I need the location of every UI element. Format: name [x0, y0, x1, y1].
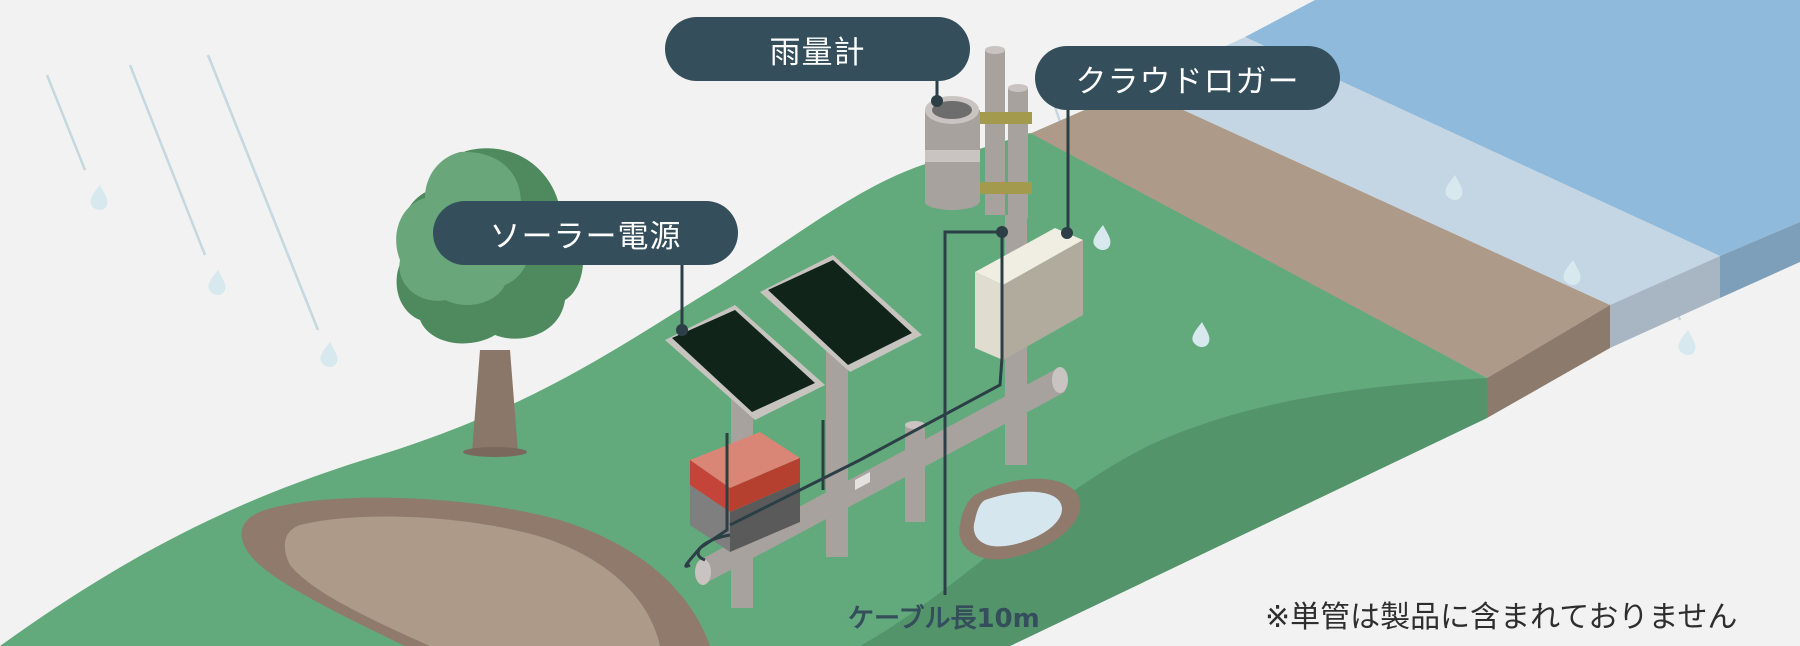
riverbank-soil — [1027, 88, 1610, 378]
rain-gauge — [925, 96, 980, 210]
tree — [396, 148, 584, 457]
rain-gauge-label: 雨量計 — [665, 17, 970, 81]
leader-dots — [676, 95, 1073, 336]
disclaimer-note: ※単管は製品に含まれておりません — [1265, 600, 1738, 635]
cloud-logger-label: クラウドロガー — [1035, 46, 1340, 110]
river-water — [1245, 0, 1800, 256]
cables — [684, 230, 1004, 595]
cable-length-caption: ケーブル長10m — [848, 604, 1040, 634]
gauge-pole — [980, 46, 1032, 218]
solar-power-label: ソーラー電源 — [433, 201, 738, 265]
solar-panels — [665, 255, 922, 420]
raindrops — [90, 175, 1696, 368]
